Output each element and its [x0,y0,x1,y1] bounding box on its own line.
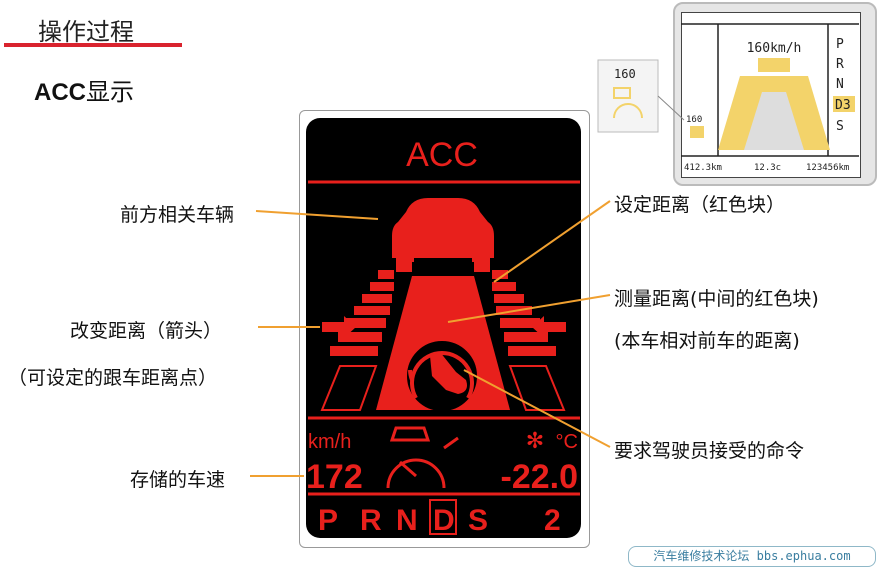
thumb-gear-n: N [836,77,844,92]
gear-selector: P R N D S 2 [318,499,561,537]
gear-n: N [396,504,418,537]
label-relative-distance: (本车相对前车的距离) [614,330,800,352]
title-underline [4,43,182,47]
driver-takeover-icon [407,341,477,411]
speed-unit: km/h [308,431,351,453]
snowflake-icon: ✻ [526,429,544,454]
selected-gear-box [429,499,457,535]
gear-p: P [318,504,338,537]
label-settable-point: （可设定的跟车距离点） [8,367,218,389]
thumb-gear-p: P [836,37,844,52]
label-front-vehicle: 前方相关车辆 [120,204,235,226]
thumb-popup [597,59,659,133]
thumb-consumption: 12.3c [754,163,781,173]
label-change-distance: 改变距离（箭头） [70,320,223,342]
gear-d: D [433,504,455,537]
settable-point-left [320,365,378,411]
label-set-distance: 设定距离（红色块） [614,194,786,216]
thumb-odometer: 123456km [806,163,849,173]
temperature-unit: °C [556,431,578,453]
thumb-popup-speed: 160 [614,67,636,81]
stored-speed-value: 172 [306,458,363,496]
watermark: 汽车维修技术论坛 bbs.ephua.com [628,546,876,567]
gear-number: 2 [544,504,561,537]
thumb-gear-d3: D3 [835,98,851,113]
settable-point-right [508,365,566,411]
cruise-speedometer-icon [386,426,459,489]
thumb-popup-icon [613,87,643,119]
thumb-mini-speed: 160 [686,115,702,125]
thumb-speed: 160km/h [747,41,802,56]
thumb-gear-r: R [836,57,844,72]
label-driver-command: 要求驾驶员接受的命令 [614,440,805,462]
gear-r: R [360,504,382,537]
temperature-value: -22.0 [501,458,579,496]
gear-s: S [468,504,488,537]
page-title: 操作过程 [38,18,134,46]
callout-lines [250,200,611,477]
thumb-trip: 412.3km [684,163,722,173]
label-stored-speed: 存储的车速 [130,469,226,491]
thumb-gear-s: S [836,119,844,134]
label-measured-distance: 测量距离(中间的红色块) [614,288,819,310]
change-distance-arrows [322,316,566,338]
subtitle-acc: ACC [34,79,86,106]
section-subtitle: ACC显示 [34,72,134,107]
thumb-mini-icon [690,126,704,138]
acc-mode-text: ACC [406,136,478,174]
subtitle-text: 显示 [86,78,134,106]
front-car-icon [392,198,494,272]
